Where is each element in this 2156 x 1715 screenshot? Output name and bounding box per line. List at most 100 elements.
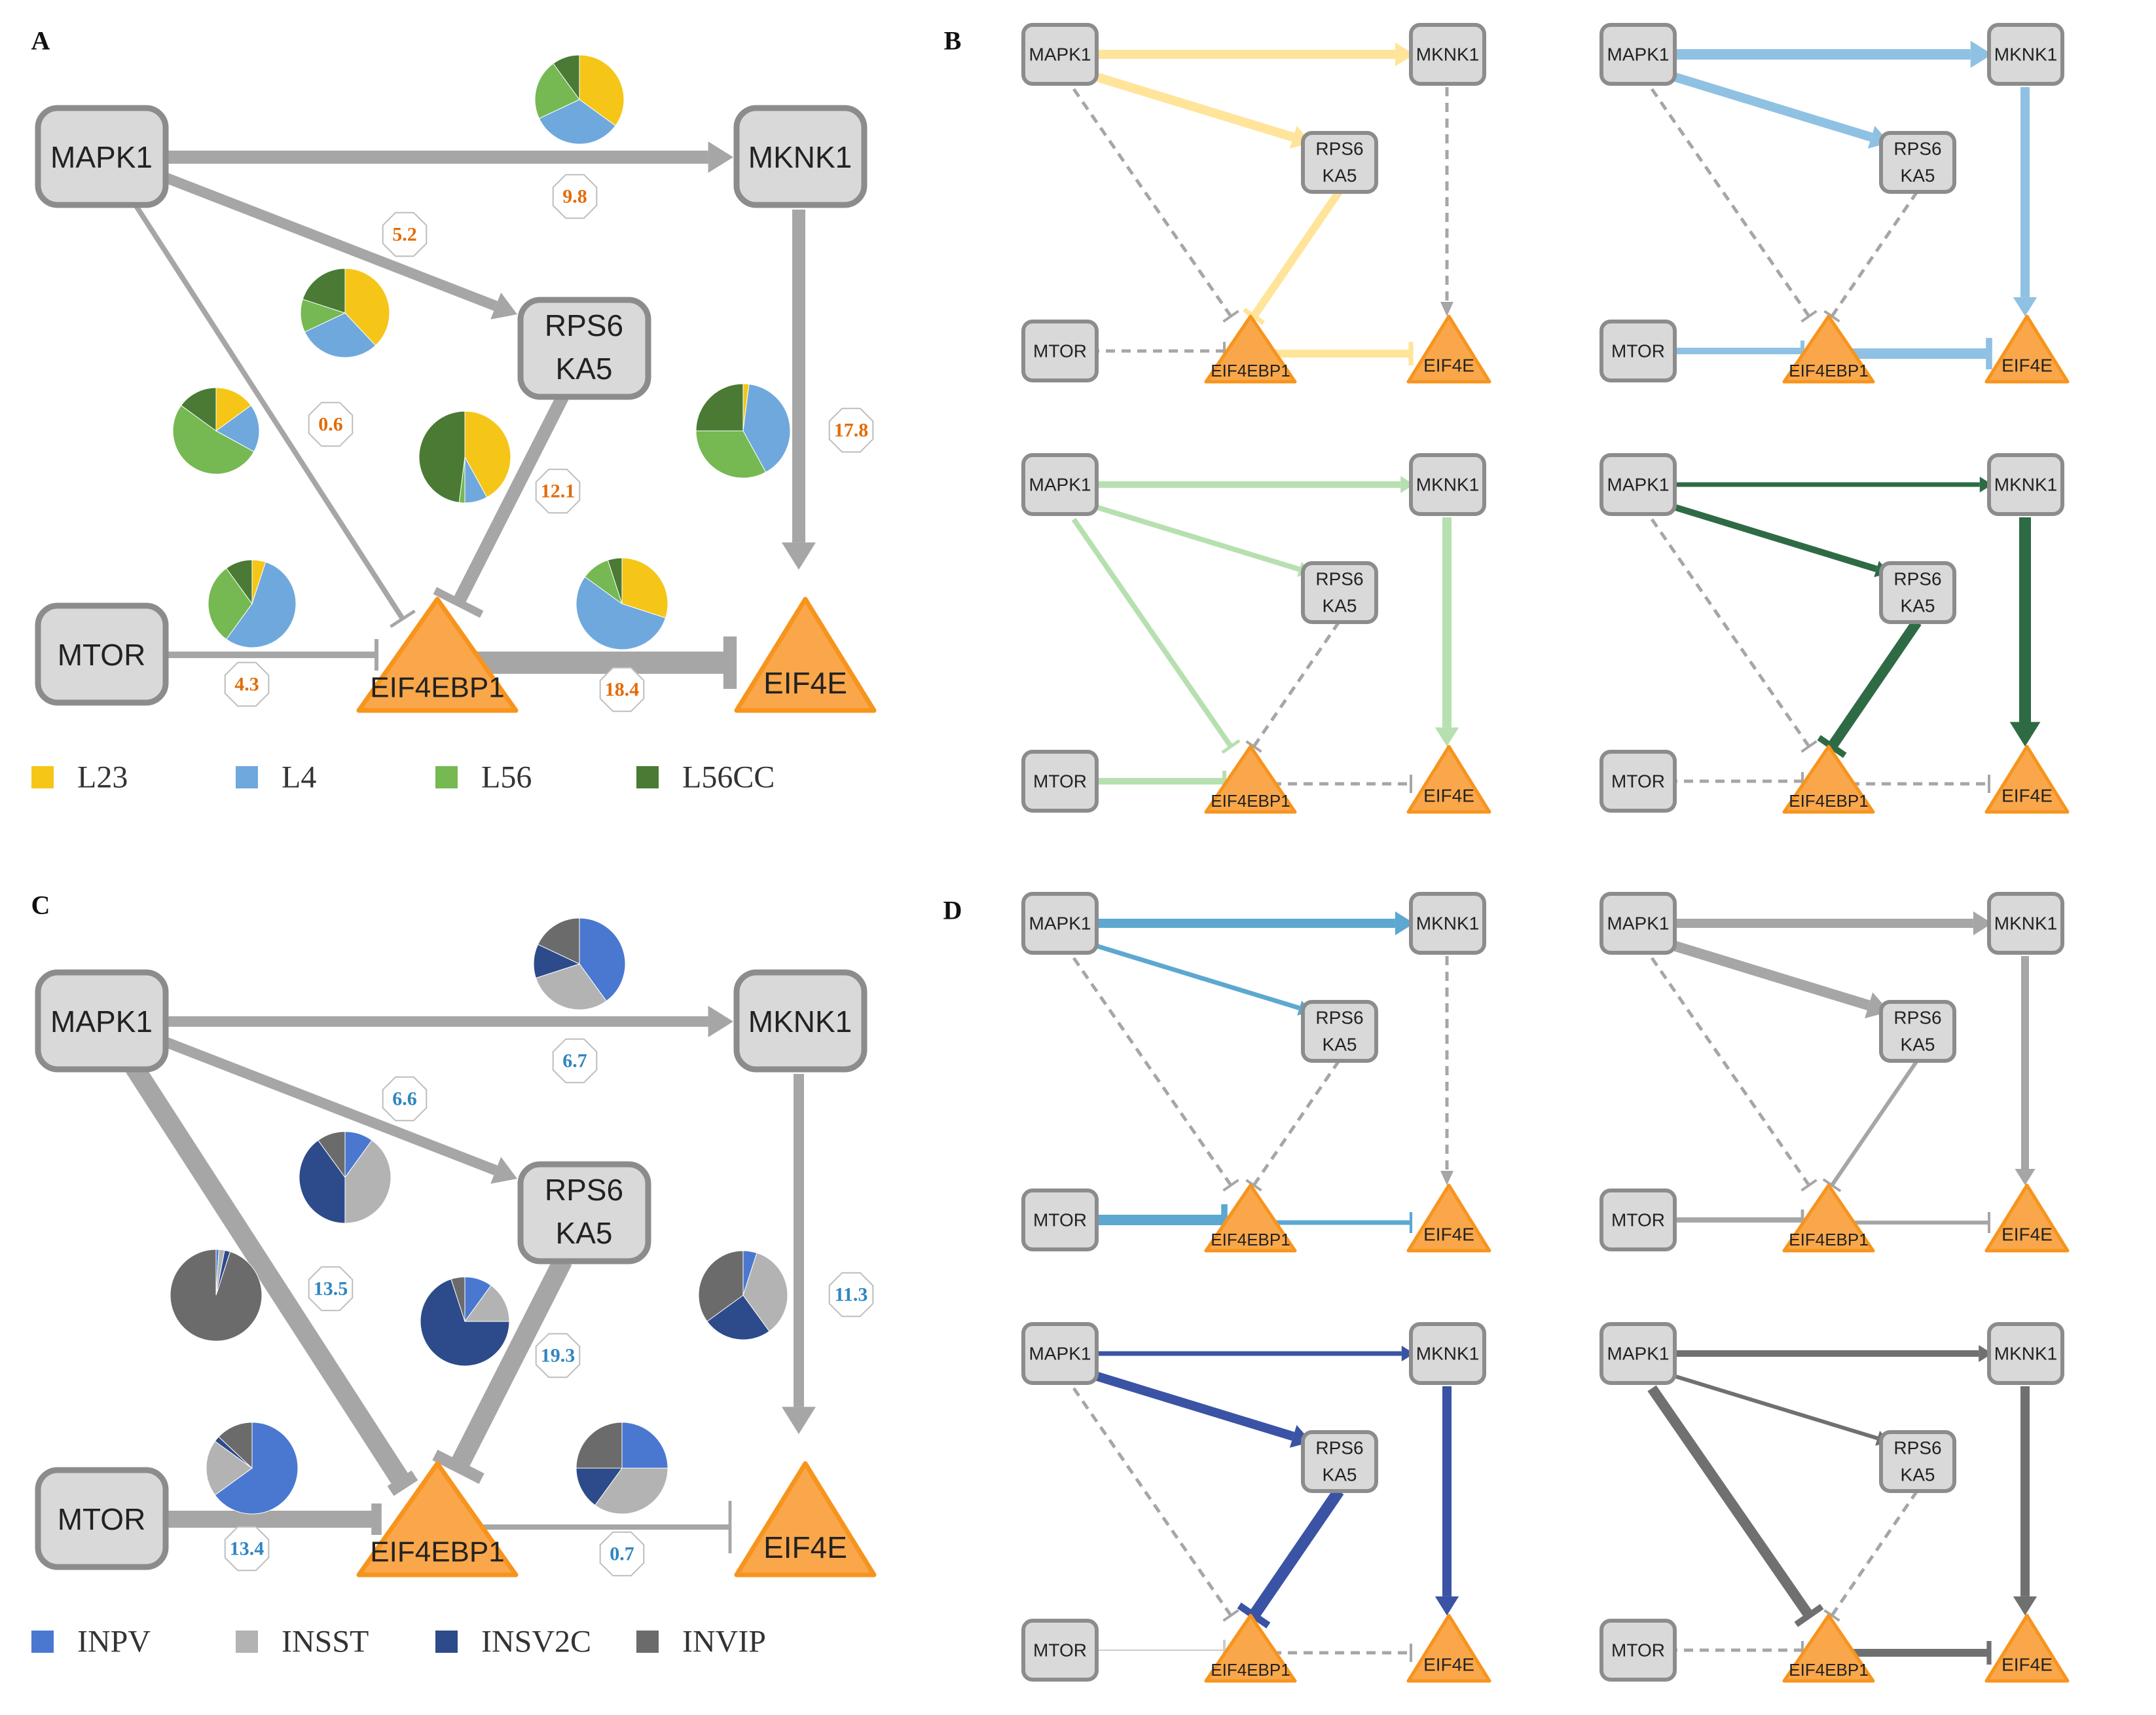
node-eif4ebp1	[1204, 1183, 1297, 1253]
node-mknk1	[733, 969, 868, 1073]
node-eif4ebp1	[1782, 1183, 1875, 1253]
edge-rps6ka5-eif4ebp1	[1817, 619, 1922, 758]
weight-mapk1-rps6ka5: 6.6	[392, 1088, 417, 1110]
node-eif4ebp1-label: EIF4EBP1	[1211, 1660, 1290, 1680]
node-mapk1-label: MAPK1	[1607, 45, 1670, 65]
pie-mknk1-eif4e-slice	[695, 430, 767, 479]
pie-mapk1-rps6ka5-slice	[344, 268, 390, 346]
edge-mapk1-mknk1	[1090, 42, 1414, 67]
edge-mapk1-eif4ebp1-bar	[1222, 1179, 1239, 1192]
pie-mknk1-eif4e-slice	[706, 1295, 770, 1340]
edge-eif4ebp1-eif4e	[1272, 1212, 1413, 1233]
pie-mapk1-mknk1	[534, 54, 625, 145]
pie-rps6ka5-eif4ebp1	[418, 411, 511, 504]
edge-mapk1-mknk1-head	[1395, 911, 1414, 936]
node-eif4e-label: EIF4E	[2001, 786, 2053, 806]
node-mtor	[1599, 320, 1677, 382]
node-mtor-label: MTOR	[1611, 1210, 1665, 1230]
edge-mapk1-rps6ka5-head	[490, 1156, 517, 1184]
edge-mknk1-eif4e	[1440, 87, 1453, 316]
edge-mapk1-mknk1-head	[1979, 1345, 1992, 1362]
node-mapk1-label: MAPK1	[1607, 475, 1670, 495]
node-rps6ka5	[517, 1161, 651, 1264]
edge-mapk1-mknk1	[1668, 477, 1992, 492]
pie-eif4ebp1-eif4e-slice	[576, 1422, 623, 1469]
pie-mapk1-mknk1-slice	[579, 917, 626, 1002]
edge-rps6ka5-eif4ebp1	[432, 1256, 572, 1484]
node-mtor-label: MTOR	[1033, 771, 1087, 792]
edge-mtor-eif4ebp1	[1090, 1204, 1228, 1236]
edge-eif4ebp1-eif4e	[465, 636, 737, 689]
edge-mknk1-eif4e-head	[2013, 1596, 2037, 1615]
node-rps6ka5	[1879, 1430, 1956, 1493]
pie-eif4ebp1-eif4e-slice	[621, 557, 668, 619]
pie-mapk1-rps6ka5-slice	[344, 1139, 392, 1224]
node-mknk1-label: MKNK1	[748, 140, 852, 174]
edge-mapk1-rps6ka5	[1085, 69, 1311, 149]
legend-label-insv2c: INSV2C	[481, 1625, 591, 1659]
edge-mapk1-eif4ebp1-shaft	[1072, 1387, 1233, 1617]
edge-mapk1-eif4ebp1	[1072, 957, 1239, 1192]
weight-mapk1-eif4ebp1-badge	[308, 1266, 354, 1312]
pie-mapk1-rps6ka5-slice	[299, 1139, 346, 1224]
node-rps6ka5	[1301, 561, 1378, 624]
weight-eif4ebp1-eif4e: 18.4	[605, 679, 640, 701]
edge-mapk1-eif4ebp1-shaft	[1650, 957, 1811, 1187]
pie-mapk1-eif4ebp1-slice	[215, 387, 252, 432]
legend-label-l56cc: L56CC	[682, 760, 775, 795]
legend-label-inpv: INPV	[77, 1625, 151, 1659]
edge-rps6ka5-eif4ebp1-shaft	[1830, 1060, 1919, 1187]
edge-mapk1-mknk1-head	[1973, 911, 1992, 936]
panel-letter-b: B	[944, 26, 962, 56]
legend-swatch-l56cc	[636, 766, 659, 788]
edge-mknk1-eif4e	[1434, 517, 1459, 747]
node-rps6ka5-label-line2: KA5	[1901, 1465, 1935, 1485]
node-rps6ka5-label-line1: RPS6	[1315, 139, 1363, 159]
legend-swatch-invip	[636, 1631, 659, 1653]
edge-mapk1-eif4ebp1-bar	[1800, 1179, 1818, 1192]
pie-mknk1-eif4e-slice	[742, 1252, 788, 1332]
node-mknk1	[1987, 1322, 2064, 1385]
node-eif4e	[1406, 1183, 1491, 1253]
pie-eif4ebp1-eif4e	[576, 557, 668, 650]
edge-mapk1-eif4ebp1-shaft	[1072, 957, 1233, 1187]
edge-mapk1-eif4ebp1	[1650, 518, 1818, 753]
edge-mknk1-eif4e	[2013, 87, 2037, 316]
weight-mapk1-mknk1: 9.8	[562, 186, 587, 208]
pie-mknk1-eif4e-slice	[742, 384, 791, 473]
edge-mapk1-rps6ka5-shaft	[165, 173, 498, 311]
node-rps6ka5-label-line2: KA5	[1323, 1465, 1357, 1485]
weight-mapk1-mknk1-badge	[552, 1038, 598, 1084]
edge-mapk1-rps6ka5-head	[490, 292, 517, 320]
edge-mapk1-mknk1-head	[1970, 41, 1992, 68]
edge-mknk1-eif4e	[2015, 956, 2036, 1185]
edge-rps6ka5-eif4ebp1-bar	[1243, 307, 1265, 325]
node-eif4e-label: EIF4E	[2001, 356, 2053, 376]
weight-eif4ebp1-eif4e-badge	[599, 667, 645, 712]
edge-mapk1-eif4ebp1	[1650, 957, 1818, 1192]
pie-mapk1-mknk1-slice	[553, 54, 580, 101]
pie-rps6ka5-eif4ebp1-slice	[464, 411, 511, 498]
edge-mapk1-eif4ebp1-bar	[1794, 1604, 1824, 1627]
node-mknk1-label: MKNK1	[1416, 475, 1479, 495]
legend-swatch-insst	[236, 1631, 258, 1653]
edge-mknk1-eif4e	[782, 1074, 816, 1434]
edge-rps6ka5-eif4ebp1-bar	[433, 587, 484, 618]
node-eif4ebp1-label: EIF4EBP1	[1211, 791, 1290, 811]
edge-mknk1-eif4e	[782, 210, 816, 570]
node-eif4e	[1984, 314, 2070, 384]
node-mtor-label: MTOR	[1611, 341, 1665, 361]
node-rps6ka5-label-line1: RPS6	[1893, 139, 1941, 159]
edge-mapk1-eif4ebp1	[1072, 1387, 1239, 1622]
edge-mapk1-mknk1	[1668, 1345, 1992, 1362]
node-mapk1	[1599, 453, 1677, 516]
edge-mapk1-rps6ka5	[1086, 940, 1311, 1016]
edge-mtor-eif4ebp1	[1090, 771, 1226, 792]
node-eif4e	[1984, 745, 2070, 814]
weight-rps6ka5-eif4ebp1-badge	[535, 1333, 581, 1378]
panel-letter-d: D	[943, 896, 962, 925]
edge-mknk1-eif4e-head	[782, 542, 816, 570]
pie-rps6ka5-eif4ebp1-slice	[450, 1276, 466, 1322]
